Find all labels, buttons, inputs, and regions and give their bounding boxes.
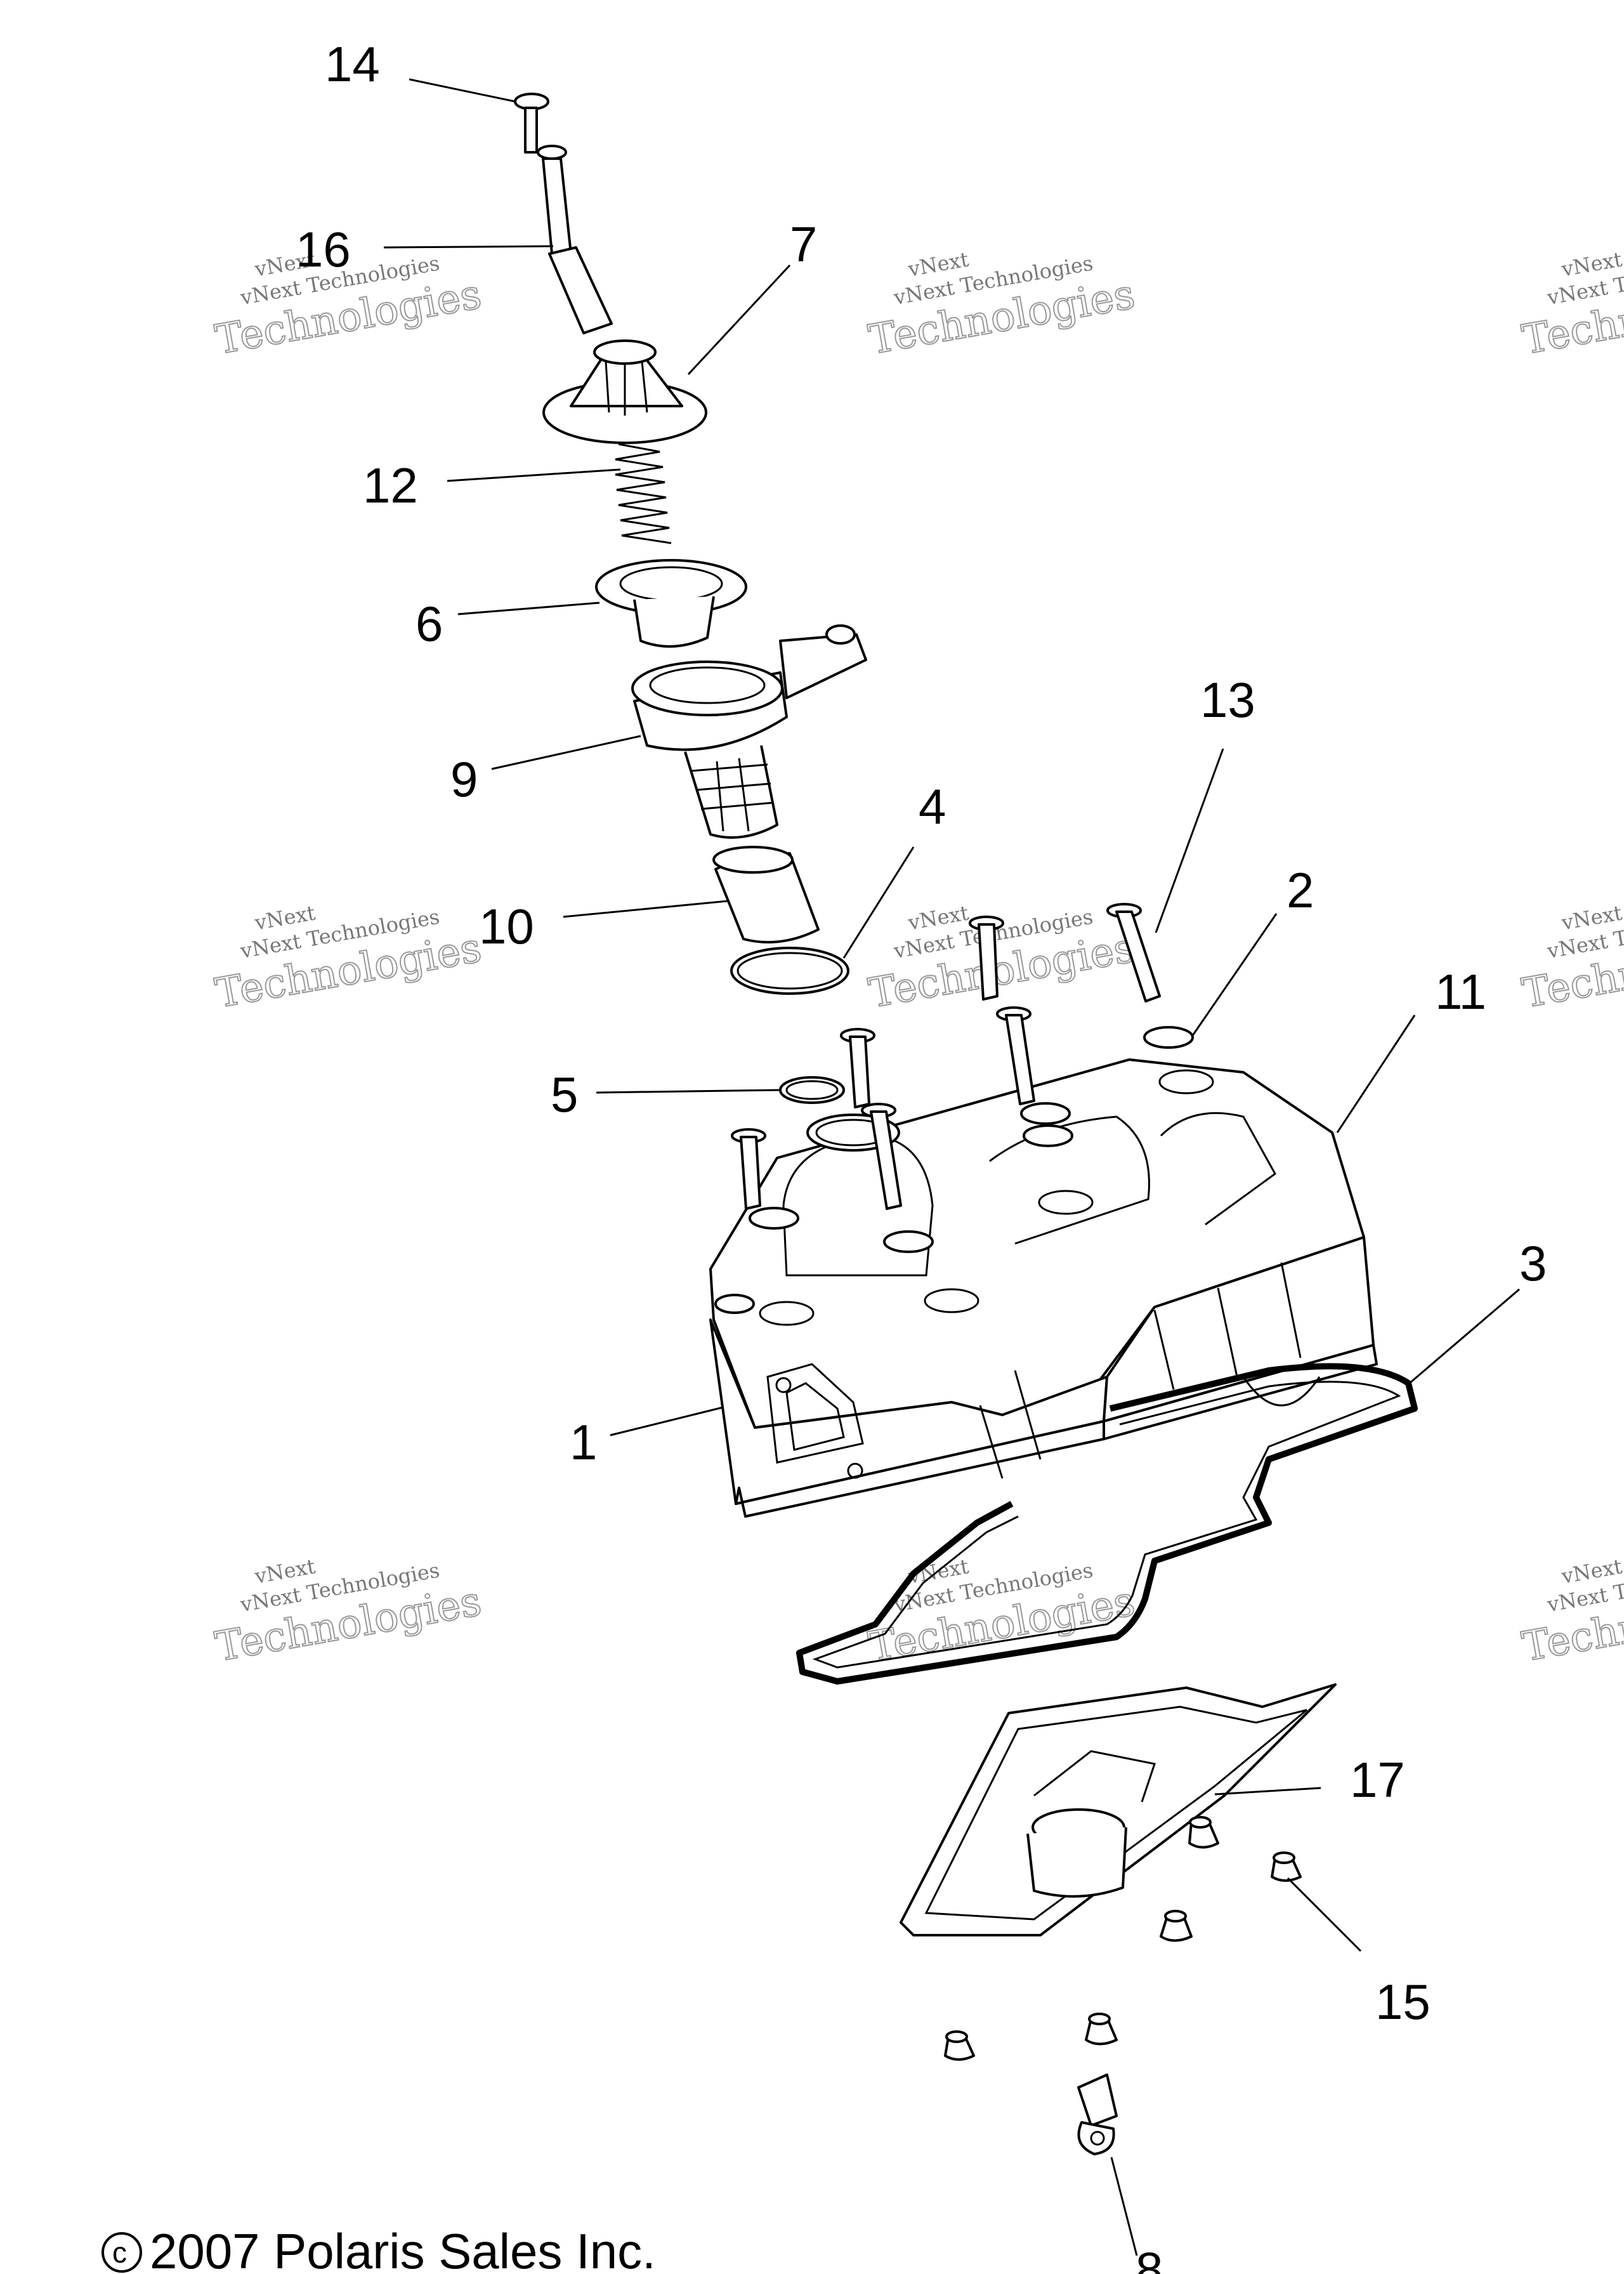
part-11-valve-cover — [709, 1026, 1378, 1518]
callout-14: 14 — [325, 36, 380, 92]
copyright-symbol-circle — [102, 2232, 142, 2273]
watermark: vNext vNext Technologies Technologies — [211, 900, 485, 1018]
bolt — [731, 1128, 766, 1210]
part-5-o-ring — [779, 1076, 845, 1104]
part-17-plate — [900, 1683, 1337, 1936]
callout-17: 17 — [1350, 1752, 1405, 1808]
bolt — [861, 1103, 902, 1210]
rivet — [1271, 1851, 1302, 1882]
part-6-seal — [595, 559, 747, 648]
part-4-o-ring — [730, 947, 849, 995]
bolt — [840, 1028, 875, 1108]
part-16-stem — [537, 145, 613, 334]
watermark: vNext vNext Technologies Technologies — [211, 1554, 485, 1671]
callout-labels: 14 16 7 12 6 9 10 4 13 2 11 5 3 1 17 15 … — [296, 36, 1547, 2274]
callout-12: 12 — [363, 457, 418, 513]
bolt — [1106, 903, 1161, 1002]
callout-6: 6 — [416, 596, 443, 652]
bolt — [969, 916, 1004, 1001]
bolt — [996, 1006, 1035, 1105]
callout-2: 2 — [1287, 862, 1314, 918]
callout-11: 11 — [1435, 964, 1486, 1020]
part-14-cap — [514, 93, 549, 154]
callout-3: 3 — [1519, 1235, 1547, 1291]
rivet — [1085, 2013, 1118, 2046]
part-9-thermostat-housing — [631, 624, 867, 839]
callout-9: 9 — [450, 751, 478, 807]
callout-8: 8 — [1136, 2242, 1163, 2274]
callout-13: 13 — [1200, 672, 1255, 728]
callout-16: 16 — [296, 221, 351, 277]
callout-5: 5 — [551, 1067, 578, 1122]
callout-1: 1 — [570, 1414, 597, 1470]
callout-15: 15 — [1375, 1974, 1431, 2030]
callout-7: 7 — [790, 216, 817, 272]
watermark: vNext vNext Technologies Technologies — [1518, 247, 1624, 364]
rivet — [1188, 1816, 1219, 1849]
copyright-notice: c 2007 Polaris Sales Inc. — [102, 2223, 656, 2274]
part-7-housing-cap — [542, 339, 707, 444]
part-12-spring — [615, 443, 672, 544]
copyright-symbol: c — [112, 2236, 127, 2269]
rivet — [1160, 1910, 1193, 1942]
part-8-clip — [1077, 2074, 1118, 2155]
watermark: vNext vNext Technologies Technologies — [1518, 900, 1624, 1018]
copyright-text: 2007 Polaris Sales Inc. — [150, 2223, 656, 2274]
watermark: vNext vNext Technologies Technologies — [865, 1554, 1139, 1671]
part-3-gasket — [796, 1363, 1418, 1685]
callout-10: 10 — [479, 898, 534, 954]
part-10-sleeve — [712, 846, 820, 943]
part-13-bolts — [731, 903, 1161, 1210]
part-15-rivets — [944, 1816, 1302, 2061]
watermark: vNext vNext Technologies Technologies — [865, 247, 1139, 364]
callout-4: 4 — [919, 779, 946, 834]
watermark: vNext vNext Technologies Technologies — [1518, 1554, 1624, 1671]
rivet — [944, 2030, 975, 2061]
leader-lines — [383, 78, 1520, 2256]
